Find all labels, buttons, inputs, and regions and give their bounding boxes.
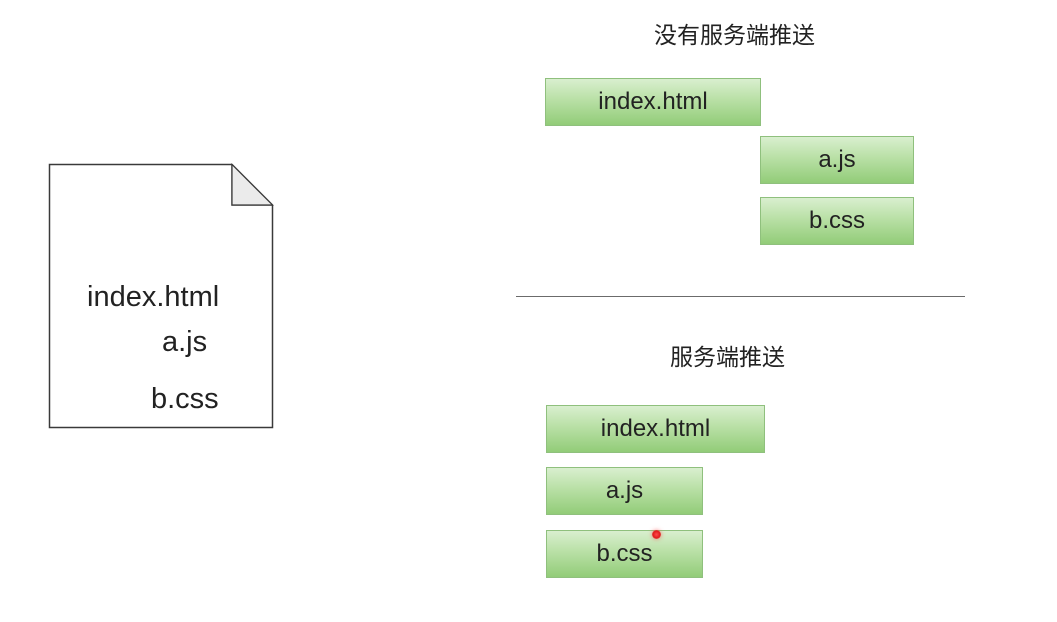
document-icon: [48, 163, 274, 429]
with-push-bar-index: index.html: [546, 405, 765, 453]
with-push-bar-js: a.js: [546, 467, 703, 515]
without-push-bar-js: a.js: [760, 136, 914, 184]
document-file-index: index.html: [87, 281, 220, 313]
with-push-bar-css: b.css: [546, 530, 703, 578]
document-file-js: a.js: [162, 326, 208, 358]
without-push-bar-css: b.css: [760, 197, 914, 245]
with-push-title: 服务端推送: [670, 345, 785, 371]
without-push-title: 没有服务端推送: [654, 23, 815, 49]
section-divider: [516, 296, 965, 297]
pointer-cursor-icon: [652, 530, 661, 539]
without-push-bar-index: index.html: [545, 78, 761, 126]
document-file-css: b.css: [151, 383, 219, 415]
